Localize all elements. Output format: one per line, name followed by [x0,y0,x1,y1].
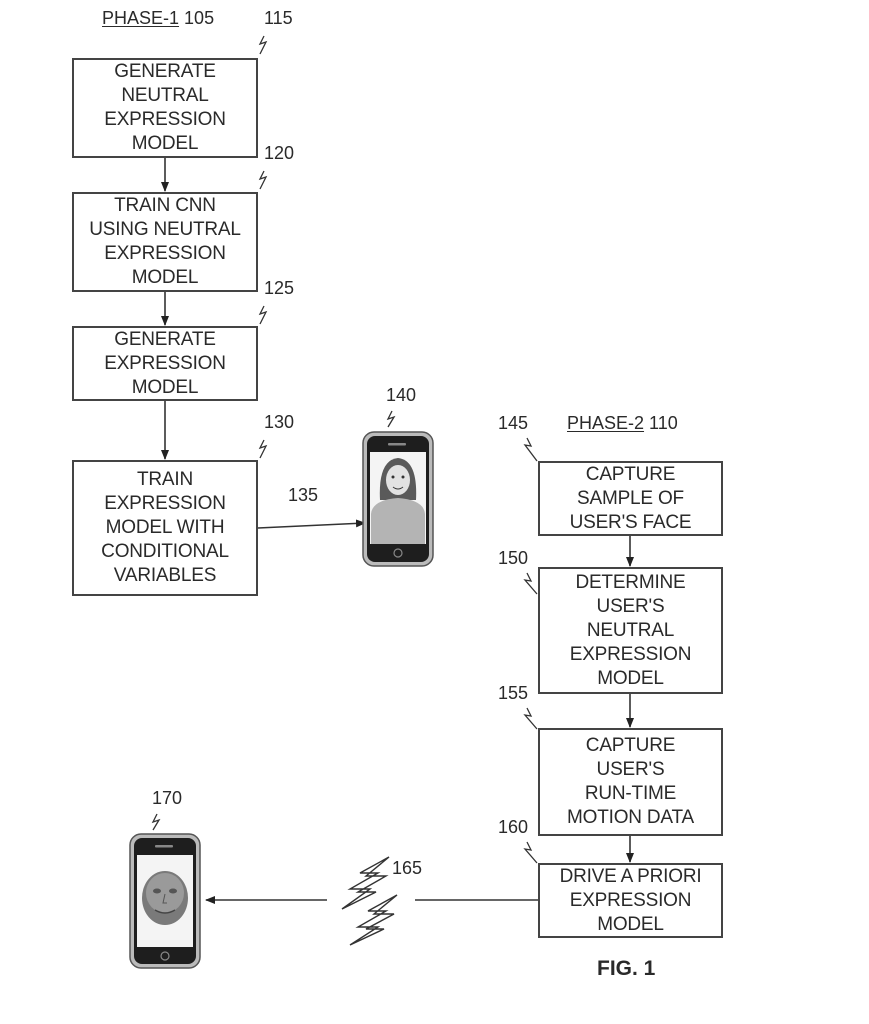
step-text: CAPTURE SAMPLE OF USER'S FACE [569,463,692,533]
leader-120 [258,170,268,190]
leader-130 [258,439,268,459]
ref-130: 130 [264,412,295,432]
leader-150 [523,572,538,595]
step-train-expression-model: TRAIN EXPRESSION MODEL WITH CONDITIONAL … [72,460,258,596]
phone-with-avatar-icon [362,431,434,567]
ref-140: 140 [386,385,417,405]
step-generate-neutral-expression-model: GENERATE NEUTRAL EXPRESSION MODEL [72,58,258,158]
phase-1-title: PHASE-1 [102,8,180,28]
leader-125 [258,305,268,325]
leader-115 [258,35,268,55]
wireless-lightning-icon [341,856,398,946]
figure-label: FIG. 1 [597,957,656,980]
phone-with-3d-face-icon [129,833,201,969]
ref-125: 125 [264,278,295,298]
step-capture-sample-face: CAPTURE SAMPLE OF USER'S FACE [538,461,723,536]
leader-155 [523,707,538,730]
step-text: DETERMINE USER'S NEUTRAL EXPRESSION MODE… [569,571,692,689]
step-text: GENERATE EXPRESSION MODEL [104,328,226,398]
step-determine-neutral-model: DETERMINE USER'S NEUTRAL EXPRESSION MODE… [538,567,723,694]
phase-2-ref: 110 [649,413,678,433]
ref-155: 155 [498,683,529,703]
step-generate-expression-model: GENERATE EXPRESSION MODEL [72,326,258,401]
ref-160: 160 [498,817,529,837]
leader-160 [523,841,538,864]
ref-165: 165 [392,858,423,878]
step-text: DRIVE A PRIORI EXPRESSION MODEL [559,865,702,935]
phase-1-heading: PHASE-1 105 [102,8,214,29]
arrow-135 [257,519,366,529]
ref-145: 145 [498,413,529,433]
step-drive-a-priori-model: DRIVE A PRIORI EXPRESSION MODEL [538,863,723,938]
step-text: CAPTURE USER'S RUN-TIME MOTION DATA [567,735,694,828]
ref-170: 170 [152,788,183,808]
phase-2-title: PHASE-2 [567,413,645,433]
step-train-cnn: TRAIN CNN USING NEUTRAL EXPRESSION MODEL [72,192,258,292]
ref-150: 150 [498,548,529,568]
phase-1-ref: 105 [184,8,215,28]
step-text: TRAIN CNN USING NEUTRAL EXPRESSION MODEL [89,195,241,288]
leader-140 [386,410,396,428]
step-text: TRAIN EXPRESSION MODEL WITH CONDITIONAL … [101,469,229,586]
ref-115: 115 [264,8,293,28]
step-text: GENERATE NEUTRAL EXPRESSION MODEL [104,61,226,154]
step-capture-runtime-motion: CAPTURE USER'S RUN-TIME MOTION DATA [538,728,723,836]
leader-145 [523,437,538,462]
ref-135: 135 [288,485,319,505]
leader-170 [151,813,161,831]
ref-120: 120 [264,143,295,163]
phase-2-heading: PHASE-2 110 [567,413,678,434]
